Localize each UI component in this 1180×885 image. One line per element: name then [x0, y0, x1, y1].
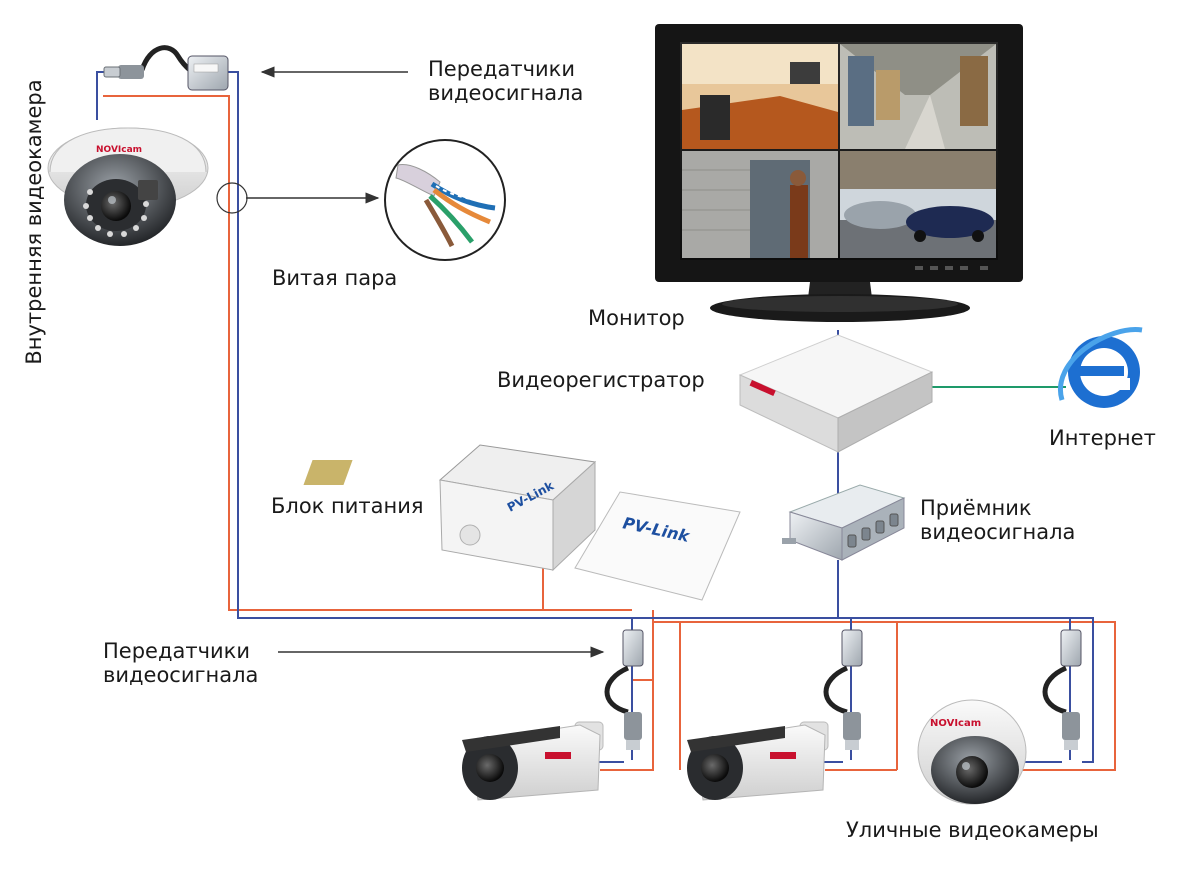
label-transmitters-top: Передатчики видеосигнала [428, 57, 583, 105]
twisted-pair-closeup [384, 139, 506, 261]
monitor-feed-entrance [682, 151, 838, 258]
indoor-camera-brand: NOVIcam [96, 145, 142, 155]
label-receiver-text: Приёмник видеосигнала [920, 496, 1076, 544]
label-transmitters-top-text: Передатчики видеосигнала [428, 57, 584, 105]
label-power-supply: Блок питания [271, 494, 424, 518]
power-lines [103, 95, 1116, 771]
label-outdoor-cameras: Уличные видеокамеры [846, 818, 1099, 842]
outdoor-bullet-camera-2 [687, 721, 829, 801]
outdoor-dome-camera: NOVIcam [917, 699, 1027, 805]
ie-logo-icon [1057, 327, 1143, 408]
outdoor-bullet-camera-1 [462, 721, 604, 801]
label-monitor: Монитор [588, 306, 685, 330]
power-supply-box: PV-Link [303, 444, 597, 572]
monitor-feed-office [682, 44, 838, 149]
label-receiver: Приёмник видеосигнала [920, 496, 1075, 544]
monitor-feed-parking [840, 151, 996, 258]
label-transmitters-bottom: Передатчики видеосигнала [103, 639, 258, 687]
power-supply-lid: PV-Link [574, 491, 741, 601]
label-indoor-camera: Внутренняя видеокамера [22, 79, 46, 365]
transmitter-bottom-1 [604, 629, 644, 750]
transmitter-bottom-2 [823, 629, 863, 750]
transmitter-bottom-3 [1042, 629, 1082, 750]
label-dvr: Видеорегистратор [497, 368, 705, 392]
pointer-arrows [216, 66, 605, 658]
label-twisted-pair: Витая пара [272, 266, 398, 290]
label-internet: Интернет [1049, 426, 1156, 450]
transmitter-top [103, 45, 229, 91]
video-receiver [782, 484, 906, 561]
dvr [738, 334, 934, 453]
outdoor-dome-brand: NOVIcam [930, 718, 981, 729]
monitor-feed-warehouse [840, 44, 996, 149]
label-transmitters-bottom-text: Передатчики видеосигнала [103, 639, 259, 687]
monitor [655, 24, 1023, 322]
cable-zoom-circle [216, 182, 248, 214]
indoor-dome-camera: NOVIcam [47, 127, 209, 246]
